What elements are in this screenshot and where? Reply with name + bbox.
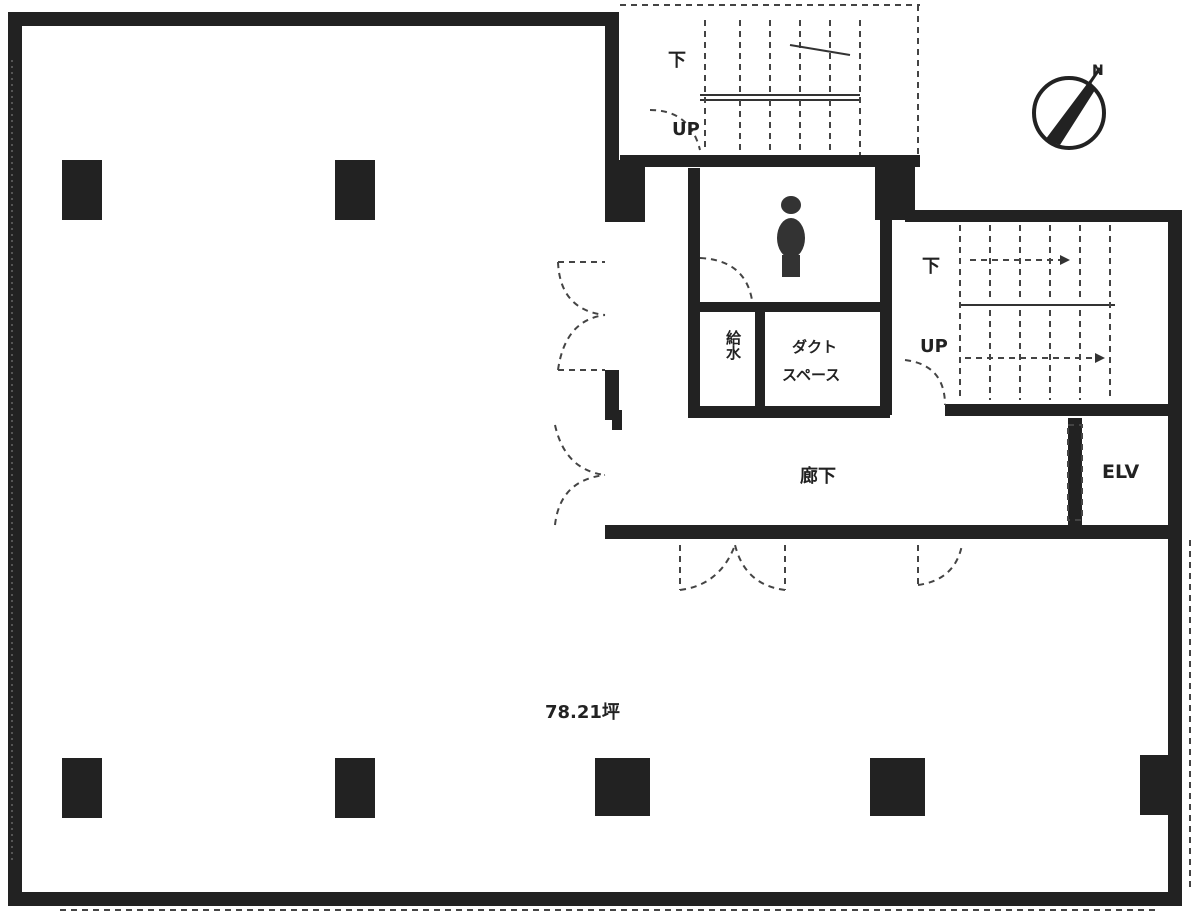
structural-columns — [62, 160, 1180, 818]
compass-label: N — [1092, 63, 1104, 79]
window-lines — [11, 4, 1191, 911]
stairs-right — [904, 225, 1115, 406]
area-label: 78.21坪 — [545, 702, 620, 723]
stairs-right-up-label: UP — [920, 336, 948, 357]
door-swings — [554, 257, 1083, 591]
stairs-right-down-label: 下 — [922, 256, 940, 277]
compass-icon: N — [1032, 63, 1106, 150]
duct-space-label-line1: ダクト — [792, 338, 837, 356]
ps-label: 給水 — [724, 329, 742, 361]
corridor-label: 廊下 — [800, 465, 836, 487]
stairs-top — [649, 20, 861, 155]
toilet-symbol — [777, 196, 805, 277]
stairs-top-up-label: UP — [672, 119, 700, 140]
core-walls — [605, 155, 1170, 528]
elevator-label: ELV — [1102, 461, 1139, 483]
stairs-top-down-label: 下 — [668, 50, 686, 71]
duct-space-label-line2: スペース — [782, 366, 840, 384]
